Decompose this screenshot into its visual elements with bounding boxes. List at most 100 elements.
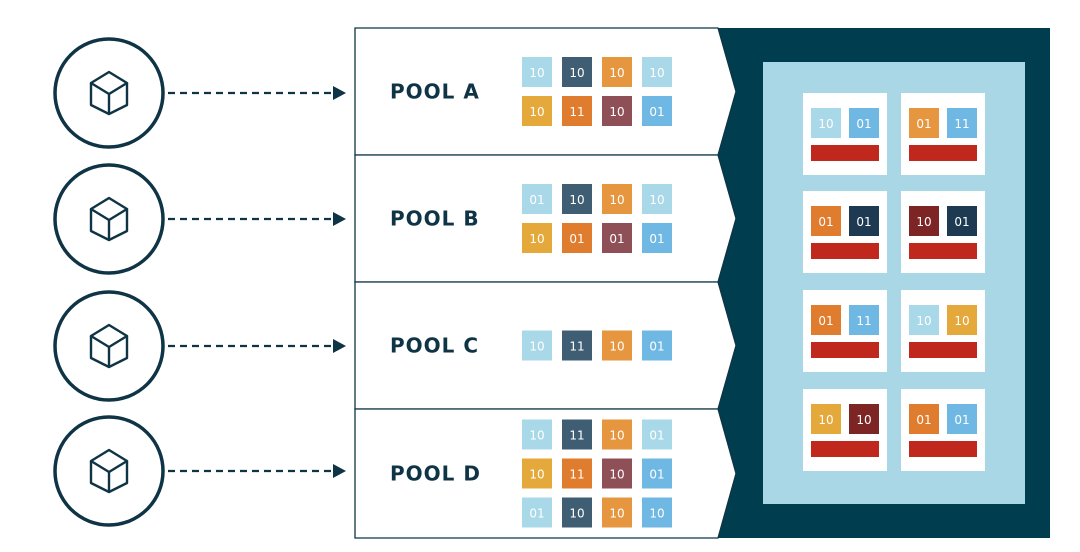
pool-tile-value: 10	[569, 66, 584, 80]
card-tile-swatch	[947, 108, 977, 138]
pool-tile-value: 10	[609, 429, 624, 443]
card-tile-swatch	[849, 404, 879, 434]
card-tile: 01	[811, 305, 841, 335]
card-tile-value: 10	[916, 215, 931, 229]
pool-tile-swatch	[562, 223, 592, 253]
card-tile: 11	[849, 305, 879, 335]
pool-tile-swatch	[602, 57, 632, 87]
card-tile: 10	[849, 404, 879, 434]
pool-tile: 10	[522, 223, 552, 253]
pool-tile-swatch	[602, 419, 632, 450]
pool-tile: 01	[642, 419, 672, 450]
card-bar	[909, 243, 977, 259]
card-tile: 01	[947, 206, 977, 236]
card-tile-swatch	[811, 404, 841, 434]
pool-tile-swatch	[522, 57, 552, 87]
pool-tile-swatch	[602, 458, 632, 489]
pool-tile-value: 10	[609, 105, 624, 119]
pool-tile-value: 10	[569, 193, 584, 207]
pool-tile-swatch	[522, 330, 552, 361]
pool-tile: 10	[602, 330, 632, 361]
card-tile-value: 01	[818, 215, 833, 229]
pool-tile: 10	[562, 57, 592, 87]
pool-tile-swatch	[642, 330, 672, 361]
cube-icon	[89, 196, 129, 242]
storage-card: 10 01	[901, 191, 985, 273]
card-tile-swatch	[811, 305, 841, 335]
pool-tile-swatch	[642, 57, 672, 87]
pool-tile-value: 01	[529, 193, 544, 207]
card-tile-value: 01	[916, 413, 931, 427]
cube-icon	[89, 70, 129, 116]
pool-tile-value: 11	[569, 468, 584, 482]
pool-tile: 01	[642, 330, 672, 361]
pool-tile-value: 01	[649, 232, 664, 246]
arrow-head	[333, 212, 346, 226]
pool-tile: 10	[642, 497, 672, 528]
pool-tile-value: 10	[569, 507, 584, 521]
pool-tile-swatch	[602, 184, 632, 214]
pool-tile: 10	[602, 96, 632, 126]
pool-tile-swatch	[642, 497, 672, 528]
pool-tile-swatch	[522, 223, 552, 253]
storage-card: 01 11	[803, 290, 887, 372]
card-tile-swatch	[811, 108, 841, 138]
pool-tile: 10	[522, 419, 552, 450]
card-tile-swatch	[909, 305, 939, 335]
source-node	[53, 163, 346, 275]
card-tile-value: 10	[818, 117, 833, 131]
card-tile-value: 01	[856, 215, 871, 229]
source-node	[53, 37, 346, 149]
pool-tile: 01	[522, 184, 552, 214]
pool-tile-value: 11	[569, 429, 584, 443]
pool-tile-value: 01	[649, 468, 664, 482]
card-tile-swatch	[849, 108, 879, 138]
pool-tile-swatch	[602, 223, 632, 253]
cube-icon	[89, 448, 129, 494]
pool-tile-swatch	[642, 184, 672, 214]
pool-label: POOL A	[390, 80, 480, 104]
pool-label: POOL D	[390, 462, 481, 486]
pool-tile: 11	[562, 458, 592, 489]
card-bar	[811, 342, 879, 358]
pool-label: POOL C	[390, 334, 479, 358]
card-tile-value: 11	[954, 117, 969, 131]
pool-tile-swatch	[522, 497, 552, 528]
card-tile: 11	[947, 108, 977, 138]
storage-card: 01 01	[803, 191, 887, 273]
card-tile: 01	[811, 206, 841, 236]
card-tile: 01	[849, 206, 879, 236]
pool-tile-value: 01	[529, 507, 544, 521]
pool-tile: 11	[562, 96, 592, 126]
pool-tile-swatch	[522, 458, 552, 489]
pool-tile-swatch	[642, 458, 672, 489]
pool-tile-value: 10	[649, 507, 664, 521]
pool-tile: 10	[522, 57, 552, 87]
pool-tile-value: 10	[609, 507, 624, 521]
card-tile: 10	[909, 206, 939, 236]
pool-tile-value: 11	[569, 105, 584, 119]
card-tile-value: 10	[916, 314, 931, 328]
card-tile-value: 01	[818, 314, 833, 328]
arrow-head	[333, 339, 346, 353]
pool-tile-swatch	[642, 419, 672, 450]
card-tile-swatch	[909, 206, 939, 236]
pool-tile-swatch	[522, 419, 552, 450]
pool-tile-value: 10	[529, 429, 544, 443]
card-tile: 01	[849, 108, 879, 138]
pool-tile: 01	[602, 223, 632, 253]
pool-tile: 10	[602, 184, 632, 214]
card-tile: 10	[947, 305, 977, 335]
pool-tile: 10	[522, 96, 552, 126]
source-node	[53, 290, 346, 402]
pool-tile: 10	[642, 184, 672, 214]
card-bar	[811, 441, 879, 457]
pool-label: POOL B	[390, 207, 480, 231]
